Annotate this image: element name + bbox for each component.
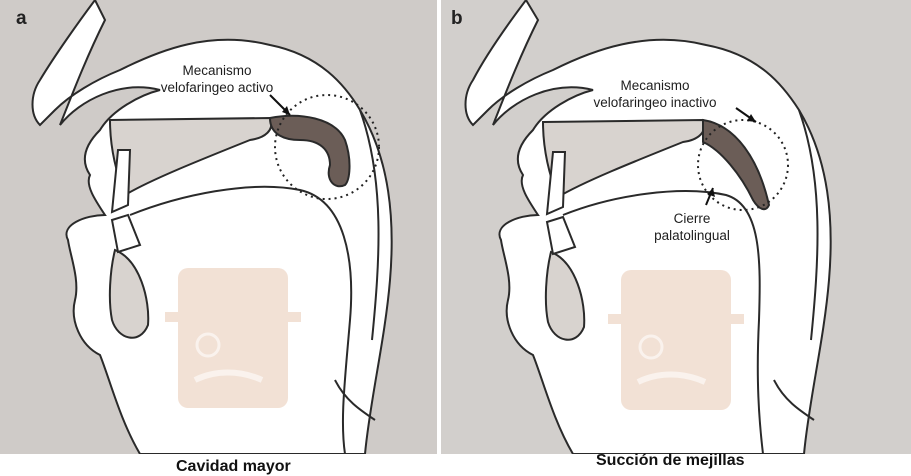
head-section	[464, 0, 832, 454]
highlight-circle	[274, 94, 380, 200]
sagittal-head-diagram-a	[31, 0, 393, 454]
lower-incisor	[545, 215, 577, 256]
pharynx-wall	[798, 109, 819, 341]
tongue-outline	[129, 185, 353, 454]
epiglottis	[773, 379, 815, 421]
sagittal-head-diagram-b	[464, 0, 832, 454]
hard-palate	[108, 116, 273, 197]
hard-palate	[541, 118, 706, 199]
panel-b: b	[441, 0, 911, 454]
watermark-logo	[165, 268, 301, 408]
pharynx-wall	[359, 109, 380, 341]
watermark-logo	[608, 270, 744, 410]
soft-palate-inactive	[702, 118, 771, 211]
head-section	[31, 0, 393, 454]
tongue-outline	[562, 190, 764, 454]
panel-letter-b: b	[451, 8, 463, 29]
epiglottis	[334, 379, 376, 421]
lower-incisor	[110, 213, 142, 254]
panel-a: a Mecanismo velofaringeo activo	[0, 0, 437, 454]
panel-letter-a: a	[16, 8, 27, 29]
mandible	[108, 248, 150, 339]
highlight-circle	[697, 119, 789, 211]
mandible	[544, 250, 586, 341]
caption-b: Succión de mejillas	[596, 452, 745, 469]
upper-incisor	[545, 151, 567, 216]
velopharyngeal-label-b: Mecanismo velofaringeo inactivo	[593, 78, 717, 110]
upper-incisor	[110, 149, 132, 214]
caption-a: Cavidad mayor	[176, 458, 291, 475]
velopharyngeal-label-a: Mecanismo velofaringeo activo	[160, 63, 274, 95]
palatolingual-closure-label: Cierre palatolingual	[654, 211, 730, 243]
soft-palate-active	[268, 114, 351, 188]
